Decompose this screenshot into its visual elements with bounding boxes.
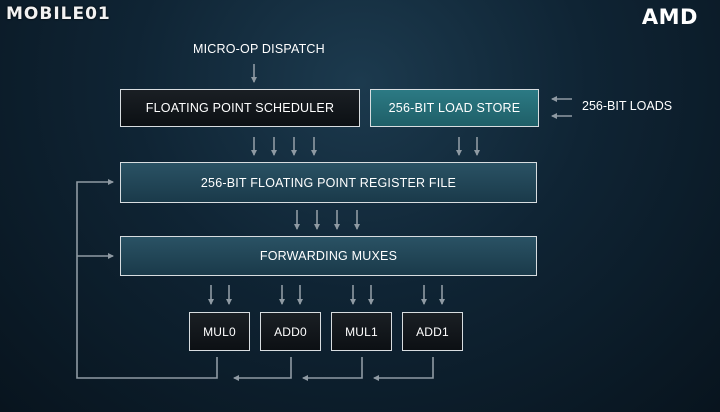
unit-mul0-label: MUL0 — [203, 324, 236, 339]
unit-add0-label: ADD0 — [274, 324, 307, 339]
forwarding-muxes-block: FORWARDING MUXES — [120, 236, 537, 276]
result-chain-arrow-1 — [233, 357, 292, 381]
unit-add1: ADD1 — [402, 312, 463, 351]
amd-logo: AMD — [641, 5, 698, 29]
feedback-to-rf-arrow — [76, 179, 218, 379]
fp-scheduler-block: FLOATING POINT SCHEDULER — [120, 89, 360, 127]
result-chain-arrow-3 — [373, 357, 434, 381]
register-file-block: 256-BIT FLOATING POINT REGISTER FILE — [120, 162, 537, 203]
unit-mul1: MUL1 — [331, 312, 392, 351]
register-file-label: 256-BIT FLOATING POINT REGISTER FILE — [200, 175, 457, 190]
unit-add0: ADD0 — [260, 312, 321, 351]
unit-add1-label: ADD1 — [416, 324, 449, 339]
micro-op-dispatch-label: MICRO-OP DISPATCH — [193, 42, 325, 56]
fp-scheduler-label: FLOATING POINT SCHEDULER — [145, 101, 335, 115]
load-store-label: 256-BIT LOAD STORE — [388, 101, 521, 115]
unit-mul1-label: MUL1 — [345, 324, 378, 339]
load-store-block: 256-BIT LOAD STORE — [370, 89, 539, 127]
unit-mul0: MUL0 — [189, 312, 250, 351]
result-chain-arrow-2 — [302, 357, 363, 381]
mobile01-watermark-logo: MOBILE01 — [6, 4, 111, 24]
forwarding-muxes-label: FORWARDING MUXES — [259, 249, 398, 263]
loads-label: 256-BIT LOADS — [582, 99, 673, 113]
